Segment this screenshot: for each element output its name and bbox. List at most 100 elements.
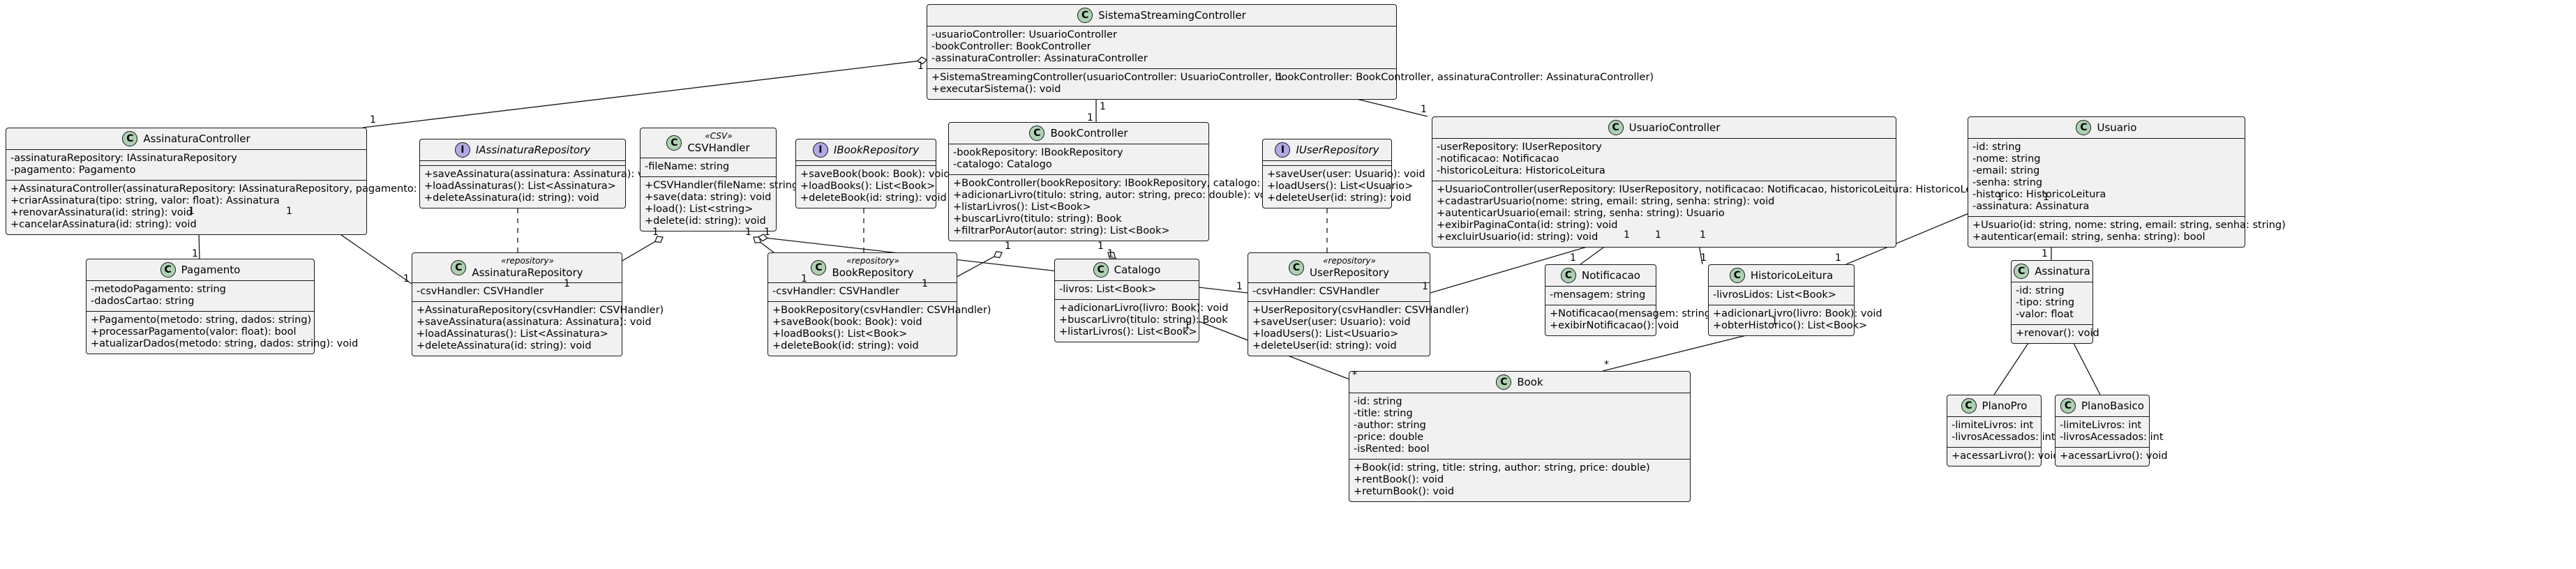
relation-aggregation-book-controller-to-catalogo (1107, 252, 1117, 259)
i-assinatura-repository-interface[interactable]: I IAssinaturaRepository +saveAssinatura(as… (419, 139, 659, 208)
class-method: +renovar(): void (2016, 328, 2099, 339)
class-fields: -bookRepository: IBookRepository-catalog… (949, 144, 1208, 174)
class-field: -email: string (1972, 165, 2040, 176)
class-icon: C (1496, 374, 1512, 390)
relation-aggregation-sistema-to-assinatura-controller (362, 56, 928, 128)
class-method: +buscarLivro(titulo: string): Book (1059, 314, 1228, 326)
class-name: Assinatura (2035, 265, 2090, 278)
class-field: -title: string (1354, 408, 1413, 419)
class-method: +executarSistema(): void (931, 84, 1061, 95)
class-methods: +saveAssinatura(assinatura: Assinatura):… (420, 165, 659, 208)
class-method: +exibirPaginaConta(id: string): void (1437, 220, 1618, 231)
class-method: +deleteUser(id: string): void (1252, 340, 1397, 351)
class-icon: C (2060, 398, 2076, 414)
user-repository-class[interactable]: C«repository»UserRepository-csvHandler: … (1248, 252, 1469, 356)
class-methods: +AssinaturaRepository(csvHandler: CSVHan… (412, 301, 664, 356)
class-header: C«repository»AssinaturaRepository (412, 253, 622, 282)
class-methods: +UserRepository(csvHandler: CSVHandler) +… (1248, 301, 1469, 356)
class-method: +saveUser(user: Usuario): void (1267, 169, 1425, 180)
class-field: -assinaturaController: AssinaturaControl… (931, 53, 1148, 64)
class-name: Notificacao (1582, 269, 1640, 282)
class-name: UserRepository (1310, 266, 1389, 279)
multiplicity-label: 1 (403, 273, 410, 284)
multiplicity-label: 1 (1421, 104, 1427, 115)
assinatura-repository-class[interactable]: C«repository»AssinaturaRepository-csvHan… (412, 252, 664, 356)
multiplicity-label: 1 (764, 227, 770, 238)
class-fields: -csvHandler: CSVHandler (412, 282, 622, 301)
class-method: +cadastrarUsuario(nome: string, email: s… (1437, 196, 1775, 207)
multiplicity-label: 1 (1655, 229, 1661, 241)
class-fields: -id: string-tipo: string-valor: float (2012, 282, 2092, 324)
class-fields (420, 160, 625, 165)
class-field: -senha: string (1972, 177, 2043, 188)
class-fields: -csvHandler: CSVHandler (1248, 282, 1430, 301)
class-name: AssinaturaController (143, 132, 250, 145)
class-icon: C (1093, 262, 1109, 278)
class-field: -historicoLeitura: HistoricoLeitura (1437, 165, 1605, 176)
class-fields: -limiteLivros: int-livrosAcessados: int (1947, 416, 2055, 447)
class-name: Pagamento (181, 264, 241, 276)
class-name: BookRepository (832, 266, 914, 279)
multiplicity-label: 1 (1236, 281, 1243, 292)
class-field: -livrosAcessados: int (1952, 432, 2055, 443)
book-repository-class[interactable]: C«repository»BookRepository-csvHandler: … (767, 252, 991, 356)
class-name: BookController (1050, 127, 1128, 139)
class-method: +loadAssinaturas(): List<Assinatura> (417, 328, 608, 340)
class-field: -usuarioController: UsuarioController (931, 29, 1117, 40)
class-field: -valor: float (2016, 309, 2074, 320)
class-method: +UserRepository(csvHandler: CSVHandler) (1252, 305, 1469, 316)
class-name: IAssinaturaRepository (475, 144, 591, 156)
class-methods: +Book(id: string, title: string, author:… (1349, 459, 1690, 501)
class-method: +loadBooks(): List<Book> (772, 328, 908, 340)
class-method: +saveAssinatura(assinatura: Assinatura):… (417, 317, 652, 328)
multiplicity-label: 1 (1570, 252, 1576, 264)
class-method: +listarLivros(): List<Book> (953, 202, 1091, 213)
class-name: UsuarioController (1628, 121, 1721, 134)
class-method: +Book(id: string, title: string, author:… (1354, 462, 1650, 473)
interface-icon: I (454, 142, 470, 158)
class-header: I IAssinaturaRepository (420, 139, 625, 160)
class-method: +delete(id: string): void (645, 215, 766, 227)
class-fields: -livros: List<Book> (1055, 280, 1199, 299)
csv-handler-class[interactable]: C«CSV»CSVHandler-fileName: string+CSVHan… (640, 128, 802, 232)
class-icon: C (451, 260, 467, 275)
class-method: +loadBooks(): List<Book> (800, 181, 936, 192)
class-field: -isRented: bool (1354, 443, 1430, 455)
class-icon: C (160, 262, 176, 278)
class-field: -pagamento: Pagamento (10, 165, 136, 176)
class-header: C«CSV»CSVHandler (641, 128, 776, 158)
class-method: +SistemaStreamingController(usuarioContr… (931, 72, 1654, 83)
class-field: -fileName: string (645, 161, 730, 172)
class-method: +listarLivros(): List<Book> (1059, 326, 1197, 337)
class-icon: C (1729, 268, 1745, 283)
class-icon: C (1608, 120, 1624, 135)
multiplicity-label: 1 (922, 278, 928, 289)
class-method: +AssinaturaRepository(csvHandler: CSVHan… (417, 305, 664, 316)
class-method: +saveBook(book: Book): void (772, 317, 922, 328)
multiplicity-label: 1 (1624, 229, 1630, 241)
class-field: -livros: List<Book> (1059, 284, 1157, 295)
multiplicity-label: 1 (1107, 248, 1114, 259)
class-method: +acessarLivro(): void (1952, 450, 2060, 462)
